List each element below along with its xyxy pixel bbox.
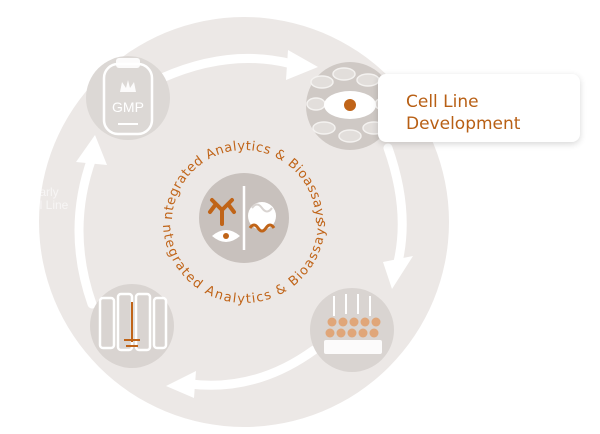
impeller-icon (124, 339, 140, 347)
cycle-arrows (74, 53, 407, 390)
molecule-wave-icon (248, 223, 276, 233)
cell-cluster-icon (306, 67, 394, 143)
gmp-circle (86, 56, 170, 140)
vial-cap-icon (116, 58, 140, 68)
well-plate-icon (325, 317, 381, 338)
arrowhead-right (383, 256, 413, 289)
ghost-label-line-2: Cell Line (21, 198, 69, 212)
station-gmp[interactable]: GMP (86, 56, 170, 140)
pipette-tips-icon (333, 294, 371, 316)
antibody-icon (208, 198, 236, 226)
cell-nucleus-icon (344, 99, 356, 111)
arrowhead-bottom (166, 371, 196, 398)
assay-pupil-icon (223, 233, 229, 239)
ghost-label-line-1: Early (31, 185, 59, 199)
molecule-icon (248, 202, 276, 230)
station-cell-line[interactable] (306, 62, 394, 150)
station-bioreactor[interactable] (90, 284, 174, 368)
central-hub (199, 173, 289, 263)
station-screening[interactable] (310, 288, 394, 372)
arrowhead-top (286, 50, 318, 80)
arc-bottom (185, 345, 319, 390)
arrowhead-left (76, 135, 107, 165)
cycle-arrowheads (76, 50, 413, 398)
ghost-stage-label: Early Cell Line (4, 186, 86, 212)
cell-line-label: Cell Line Development (406, 92, 521, 134)
plate-base-icon (324, 340, 382, 354)
arc-left (74, 153, 97, 309)
gmp-label: GMP (112, 99, 144, 115)
crown-icon (120, 80, 136, 92)
cell-line-callout[interactable]: Cell Line Development (378, 74, 580, 142)
molecule-coil-icon (251, 203, 273, 213)
arc-right (383, 143, 407, 267)
arc-top (157, 53, 297, 83)
